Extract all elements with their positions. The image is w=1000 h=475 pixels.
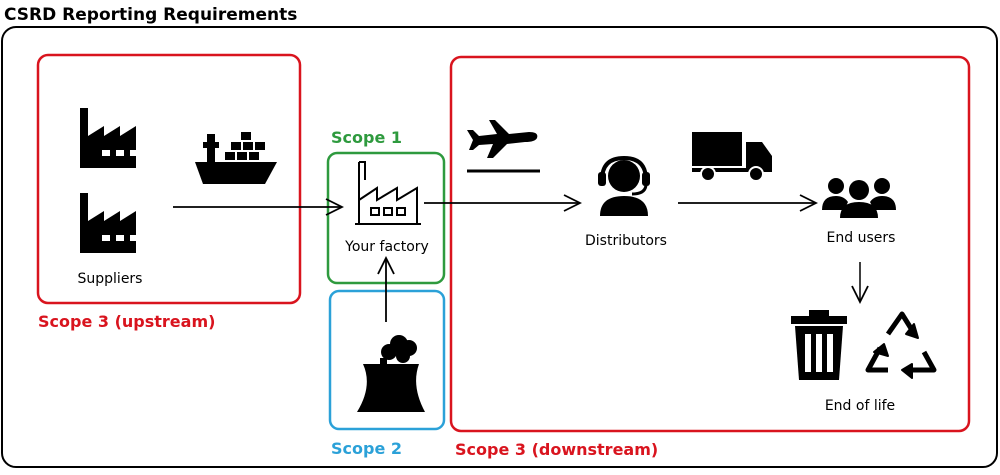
factory-outline-icon [355, 161, 421, 225]
your-factory-label: Your factory [344, 239, 429, 255]
trash-bin-icon [791, 310, 847, 380]
diagram-title: CSRD Reporting Requirements [4, 5, 297, 25]
end-of-life-label: End of life [825, 398, 895, 414]
scope3-downstream-label: Scope 3 (downstream) [455, 440, 658, 459]
power-plant-icon [357, 335, 425, 412]
scope2-label: Scope 2 [331, 439, 402, 458]
end-users-label: End users [827, 230, 896, 246]
support-agent-icon [598, 155, 650, 216]
suppliers-label: Suppliers [78, 271, 143, 287]
truck-icon [692, 132, 772, 182]
users-group-icon [822, 178, 896, 218]
cargo-ship-icon [195, 132, 277, 184]
scope3-upstream-box [36, 53, 302, 305]
factory-icon [80, 108, 138, 168]
distributors-label: Distributors [585, 233, 667, 249]
scope1-label: Scope 1 [331, 128, 402, 147]
airplane-icon [467, 120, 538, 158]
factory-icon [80, 193, 138, 253]
recycle-icon [865, 311, 937, 379]
scope3-upstream-label: Scope 3 (upstream) [38, 312, 215, 331]
scope2-box [328, 289, 446, 431]
outer-frame [1, 26, 998, 468]
scope3-downstream-box [449, 55, 971, 433]
